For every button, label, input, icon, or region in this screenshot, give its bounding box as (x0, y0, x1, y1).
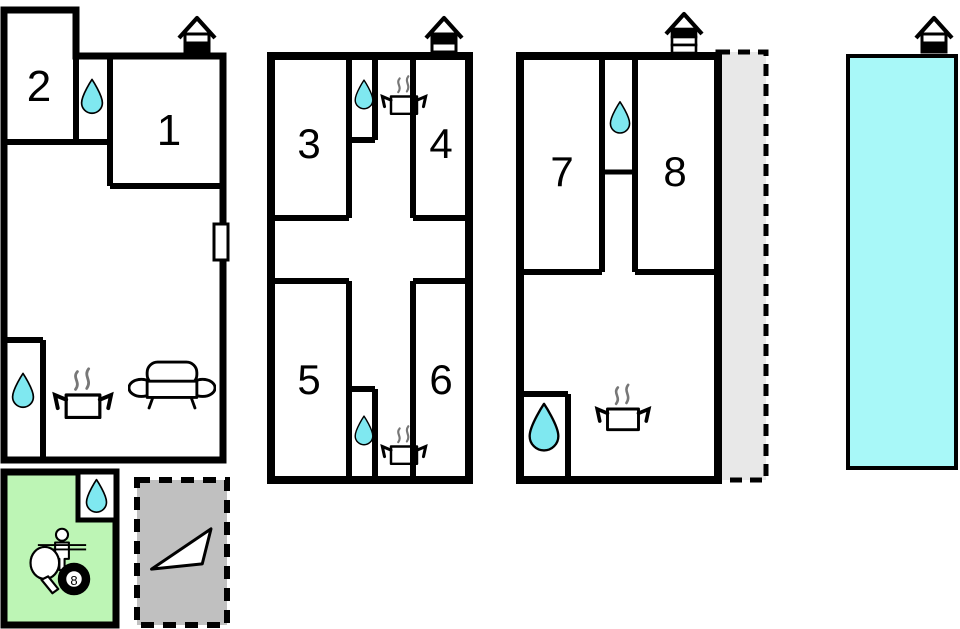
door-icon[interactable] (212, 222, 230, 262)
house-level-icon-upper-floor (424, 15, 464, 54)
room-1-number: 1 (157, 106, 181, 155)
building-2-group[interactable]: 3 4 5 6 (267, 15, 473, 484)
room-3-number: 3 (297, 120, 320, 167)
room-7-number: 7 (550, 148, 573, 195)
room-5-number: 5 (297, 356, 320, 403)
swimming-pool-area (846, 54, 958, 470)
balcony-area (715, 49, 769, 483)
building-3-group[interactable]: 7 8 (516, 11, 769, 484)
games-room-group[interactable]: 8 (0, 468, 120, 629)
house-level-icon-ground-floor (177, 15, 217, 54)
terrace-area (134, 477, 230, 628)
building-3-outer-wall (516, 52, 722, 484)
room-6-number: 6 (429, 356, 452, 403)
billiard-ball-icon: 8 (57, 562, 91, 596)
billiard-ball-number: 8 (70, 573, 77, 588)
building-1-group[interactable]: 2 1 (0, 6, 230, 464)
room-8-number: 8 (663, 148, 686, 195)
room-2-number: 2 (27, 62, 51, 111)
building-1-floor-area (4, 10, 223, 460)
building-2-outer-wall (267, 52, 473, 484)
building-1-outer-wall (0, 6, 227, 464)
room-4-number: 4 (429, 120, 452, 167)
building-4-group[interactable] (846, 15, 958, 470)
terrace-group[interactable] (134, 477, 230, 628)
house-level-icon-ground-floor (914, 15, 954, 54)
house-level-icon-top-floor (664, 11, 704, 55)
building-2-floor-area (271, 56, 469, 480)
